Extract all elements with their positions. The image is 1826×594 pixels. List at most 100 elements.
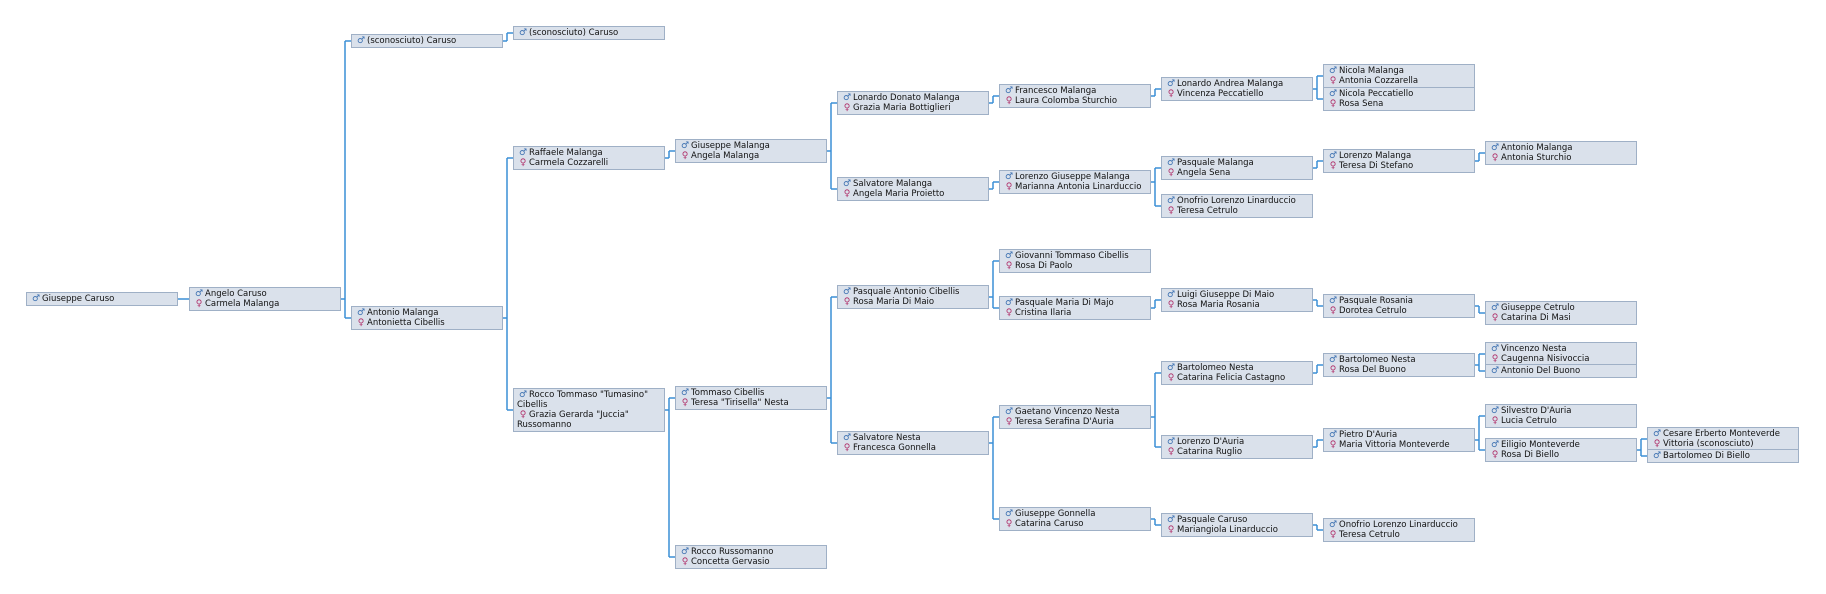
person-box[interactable]: ♂Onofrio Lorenzo Linarduccio♀Teresa Cetr… [1323, 518, 1475, 542]
wife-name: Mariangiola Linarduccio [1177, 525, 1278, 535]
person-box[interactable]: ♂Rocco Russomanno♀Concetta Gervasio [675, 545, 827, 569]
person-box[interactable]: ♂Nicola Malanga♀Antonia Cozzarella [1323, 64, 1475, 88]
person-box[interactable]: ♂Pasquale Antonio Cibellis♀Rosa Maria Di… [837, 285, 989, 309]
person-box[interactable]: ♂Salvatore Malanga♀Angela Maria Proietto [837, 177, 989, 201]
wife-name: Carmela Cozzarelli [529, 158, 609, 168]
person-box[interactable]: ♂Giuseppe Gonnella♀Catarina Caruso [999, 507, 1151, 531]
wife-name: Rosa Maria Di Maio [853, 297, 935, 307]
husband-row: ♂Giuseppe Gonnella [1003, 509, 1148, 519]
husband-name: Luigi Giuseppe Di Maio [1177, 290, 1275, 300]
person-box[interactable]: ♂Cesare Erberto Monteverde♀Vittoria (sco… [1647, 427, 1799, 451]
person-box[interactable]: ♂Rocco Tommaso "Tumasino" Cibellis♀Grazi… [513, 388, 665, 432]
female-icon: ♀ [843, 297, 851, 307]
person-box[interactable]: ♂Francesco Malanga♀Laura Colomba Sturchi… [999, 84, 1151, 108]
person-box[interactable]: ♂Gaetano Vincenzo Nesta♀Teresa Serafina … [999, 405, 1151, 429]
person-box[interactable]: ♂(sconosciuto) Caruso [513, 26, 665, 40]
husband-row: ♂Luigi Giuseppe Di Maio [1165, 290, 1310, 300]
male-icon: ♂ [1490, 143, 1500, 153]
person-box[interactable]: ♂Pasquale Malanga♀Angela Sena [1161, 156, 1313, 180]
wife-row: ♀Vincenza Peccatiello [1165, 89, 1310, 99]
male-icon: ♂ [1490, 440, 1500, 450]
husband-name: Angelo Caruso [205, 289, 267, 299]
person-box[interactable]: ♂Antonio Del Buono [1485, 364, 1637, 378]
wife-row: ♀Vittoria (sconosciuto) [1651, 439, 1796, 449]
person-box[interactable]: ♂Luigi Giuseppe Di Maio♀Rosa Maria Rosan… [1161, 288, 1313, 312]
person-box[interactable]: ♂Giuseppe Cetrulo♀Catarina Di Masi [1485, 301, 1637, 325]
wife-row: ♀Angela Maria Proietto [841, 189, 986, 199]
husband-row: ♂Onofrio Lorenzo Linarduccio [1165, 196, 1310, 206]
person-box[interactable]: ♂Lonardo Donato Malanga♀Grazia Maria Bot… [837, 91, 989, 115]
person-box[interactable]: ♂Lorenzo D'Auria♀Catarina Ruglio [1161, 435, 1313, 459]
wife-row: ♀Cristina Ilaria [1003, 308, 1148, 318]
husband-row: ♂Antonio Malanga [1489, 143, 1634, 153]
wife-row: ♀Antonia Sturchio [1489, 153, 1634, 163]
person-box[interactable]: ♂Lorenzo Giuseppe Malanga♀Marianna Anton… [999, 170, 1151, 194]
person-box[interactable]: ♂Pietro D'Auria♀Maria Vittoria Monteverd… [1323, 428, 1475, 452]
person-box[interactable]: ♂Giuseppe Malanga♀Angela Malanga [675, 139, 827, 163]
person-box[interactable]: ♂Bartolomeo Nesta♀Catarina Felicia Casta… [1161, 361, 1313, 385]
person-box[interactable]: ♂Antonio Malanga♀Antonietta Cibellis [351, 306, 503, 330]
female-icon: ♀ [1329, 365, 1337, 375]
female-icon: ♀ [1167, 525, 1175, 535]
person-box[interactable]: ♂Giovanni Tommaso Cibellis♀Rosa Di Paolo [999, 249, 1151, 273]
wife-name: Teresa Cetrulo [1339, 530, 1400, 540]
wife-row: ♀Rosa Sena [1327, 99, 1472, 109]
person-box[interactable]: ♂Pasquale Caruso♀Mariangiola Linarduccio [1161, 513, 1313, 537]
wife-name: Teresa "Tirisella" Nesta [691, 398, 789, 408]
person-box[interactable]: ♂Bartolomeo Di Biello [1647, 449, 1799, 463]
wife-name: Catarina Felicia Castagno [1177, 373, 1286, 383]
wife-name: Cristina Ilaria [1015, 308, 1072, 318]
person-box[interactable]: ♂Tommaso Cibellis♀Teresa "Tirisella" Nes… [675, 386, 827, 410]
husband-row: ♂Bartolomeo Nesta [1165, 363, 1310, 373]
female-icon: ♀ [1167, 373, 1175, 383]
wife-name: Caugenna Nisivoccia [1501, 354, 1590, 364]
husband-row: ♂Pasquale Rosania [1327, 296, 1472, 306]
male-icon: ♂ [1004, 509, 1014, 519]
person-box[interactable]: ♂Lorenzo Malanga♀Teresa Di Stefano [1323, 149, 1475, 173]
husband-name: Rocco Russomanno [691, 547, 774, 557]
person-box[interactable]: ♂Vincenzo Nesta♀Caugenna Nisivoccia [1485, 342, 1637, 366]
person-box[interactable]: ♂Eiligio Monteverde♀Rosa Di Biello [1485, 438, 1637, 462]
wife-row: ♀Teresa Serafina D'Auria [1003, 417, 1148, 427]
female-icon: ♀ [1491, 313, 1499, 323]
male-icon: ♂ [842, 433, 852, 443]
female-icon: ♀ [1329, 99, 1337, 109]
husband-name: Lorenzo Giuseppe Malanga [1015, 172, 1130, 182]
husband-row: ♂Eiligio Monteverde [1489, 440, 1634, 450]
female-icon: ♀ [1005, 182, 1013, 192]
husband-row: ♂Francesco Malanga [1003, 86, 1148, 96]
wife-name: Catarina Di Masi [1501, 313, 1571, 323]
person-box[interactable]: ♂Giuseppe Caruso [26, 292, 178, 306]
person-box[interactable]: ♂Pasquale Maria Di Majo♀Cristina Ilaria [999, 296, 1151, 320]
person-box[interactable]: ♂Nicola Peccatiello♀Rosa Sena [1323, 87, 1475, 111]
person-box[interactable]: ♂Pasquale Rosania♀Dorotea Cetrulo [1323, 294, 1475, 318]
wife-row: ♀Caugenna Nisivoccia [1489, 354, 1634, 364]
male-icon: ♂ [680, 547, 690, 557]
wife-row: ♀Rosa Di Paolo [1003, 261, 1148, 271]
husband-row: ♂Silvestro D'Auria [1489, 406, 1634, 416]
male-icon: ♂ [1490, 344, 1500, 354]
wife-row: ♀Grazia Maria Bottiglieri [841, 103, 986, 113]
husband-name: Pasquale Maria Di Majo [1015, 298, 1114, 308]
person-box[interactable]: ♂Salvatore Nesta♀Francesca Gonnella [837, 431, 989, 455]
male-icon: ♂ [518, 28, 528, 38]
wife-row: ♀Marianna Antonia Linarduccio [1003, 182, 1148, 192]
husband-name: Giuseppe Caruso [42, 294, 115, 304]
female-icon: ♀ [843, 103, 851, 113]
person-box[interactable]: ♂Bartolomeo Nesta♀Rosa Del Buono [1323, 353, 1475, 377]
person-box[interactable]: ♂(sconosciuto) Caruso [351, 34, 503, 48]
person-box[interactable]: ♂Raffaele Malanga♀Carmela Cozzarelli [513, 146, 665, 170]
male-icon: ♂ [1166, 363, 1176, 373]
person-box[interactable]: ♂Silvestro D'Auria♀Lucia Cetrulo [1485, 404, 1637, 428]
wife-row: ♀Grazia Gerarda "Juccia" Russomanno [517, 410, 662, 430]
husband-row: ♂Salvatore Malanga [841, 179, 986, 189]
male-icon: ♂ [1652, 429, 1662, 439]
person-box[interactable]: ♂Lonardo Andrea Malanga♀Vincenza Peccati… [1161, 77, 1313, 101]
person-box[interactable]: ♂Antonio Malanga♀Antonia Sturchio [1485, 141, 1637, 165]
person-box[interactable]: ♂Onofrio Lorenzo Linarduccio♀Teresa Cetr… [1161, 194, 1313, 218]
person-box[interactable]: ♂Angelo Caruso♀Carmela Malanga [189, 287, 341, 311]
husband-row: ♂Rocco Russomanno [679, 547, 824, 557]
husband-row: ♂Antonio Del Buono [1489, 366, 1634, 376]
wife-name: Dorotea Cetrulo [1339, 306, 1407, 316]
